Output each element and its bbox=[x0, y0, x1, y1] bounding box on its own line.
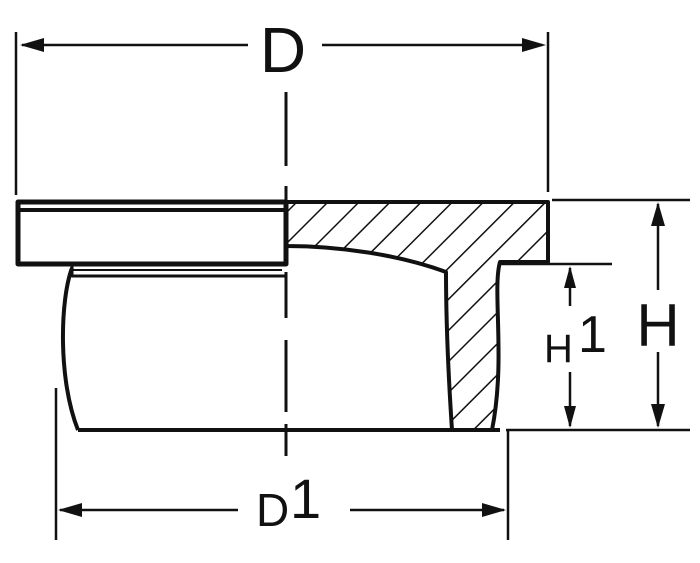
extension-lines bbox=[14, 32, 690, 540]
dimension-H: H bbox=[636, 202, 680, 428]
flange-left bbox=[15, 199, 289, 267]
dimension-D1: D 1 bbox=[58, 467, 506, 536]
arrowhead-up bbox=[651, 202, 665, 226]
body-left-side bbox=[60, 267, 80, 431]
label-D1-sub: 1 bbox=[290, 467, 321, 530]
arrowhead-up bbox=[564, 266, 576, 288]
arrowhead-down bbox=[564, 406, 576, 428]
inner-cavity-edge bbox=[285, 244, 447, 274]
dimension-D: D bbox=[20, 14, 546, 86]
arrowhead-right bbox=[482, 503, 506, 517]
label-D1-main: D bbox=[256, 484, 289, 536]
arrowhead-right bbox=[522, 38, 546, 52]
label-D: D bbox=[260, 14, 306, 86]
label-H: H bbox=[636, 292, 679, 359]
dimension-H1: H 1 bbox=[544, 266, 607, 428]
label-H1-sub: 1 bbox=[578, 306, 607, 364]
label-H1-main: H bbox=[544, 327, 573, 371]
arrowhead-left bbox=[58, 503, 82, 517]
arrowhead-down bbox=[651, 404, 665, 428]
section-hatched bbox=[284, 200, 550, 432]
arrowhead-left bbox=[20, 38, 44, 52]
part-body bbox=[15, 199, 550, 432]
